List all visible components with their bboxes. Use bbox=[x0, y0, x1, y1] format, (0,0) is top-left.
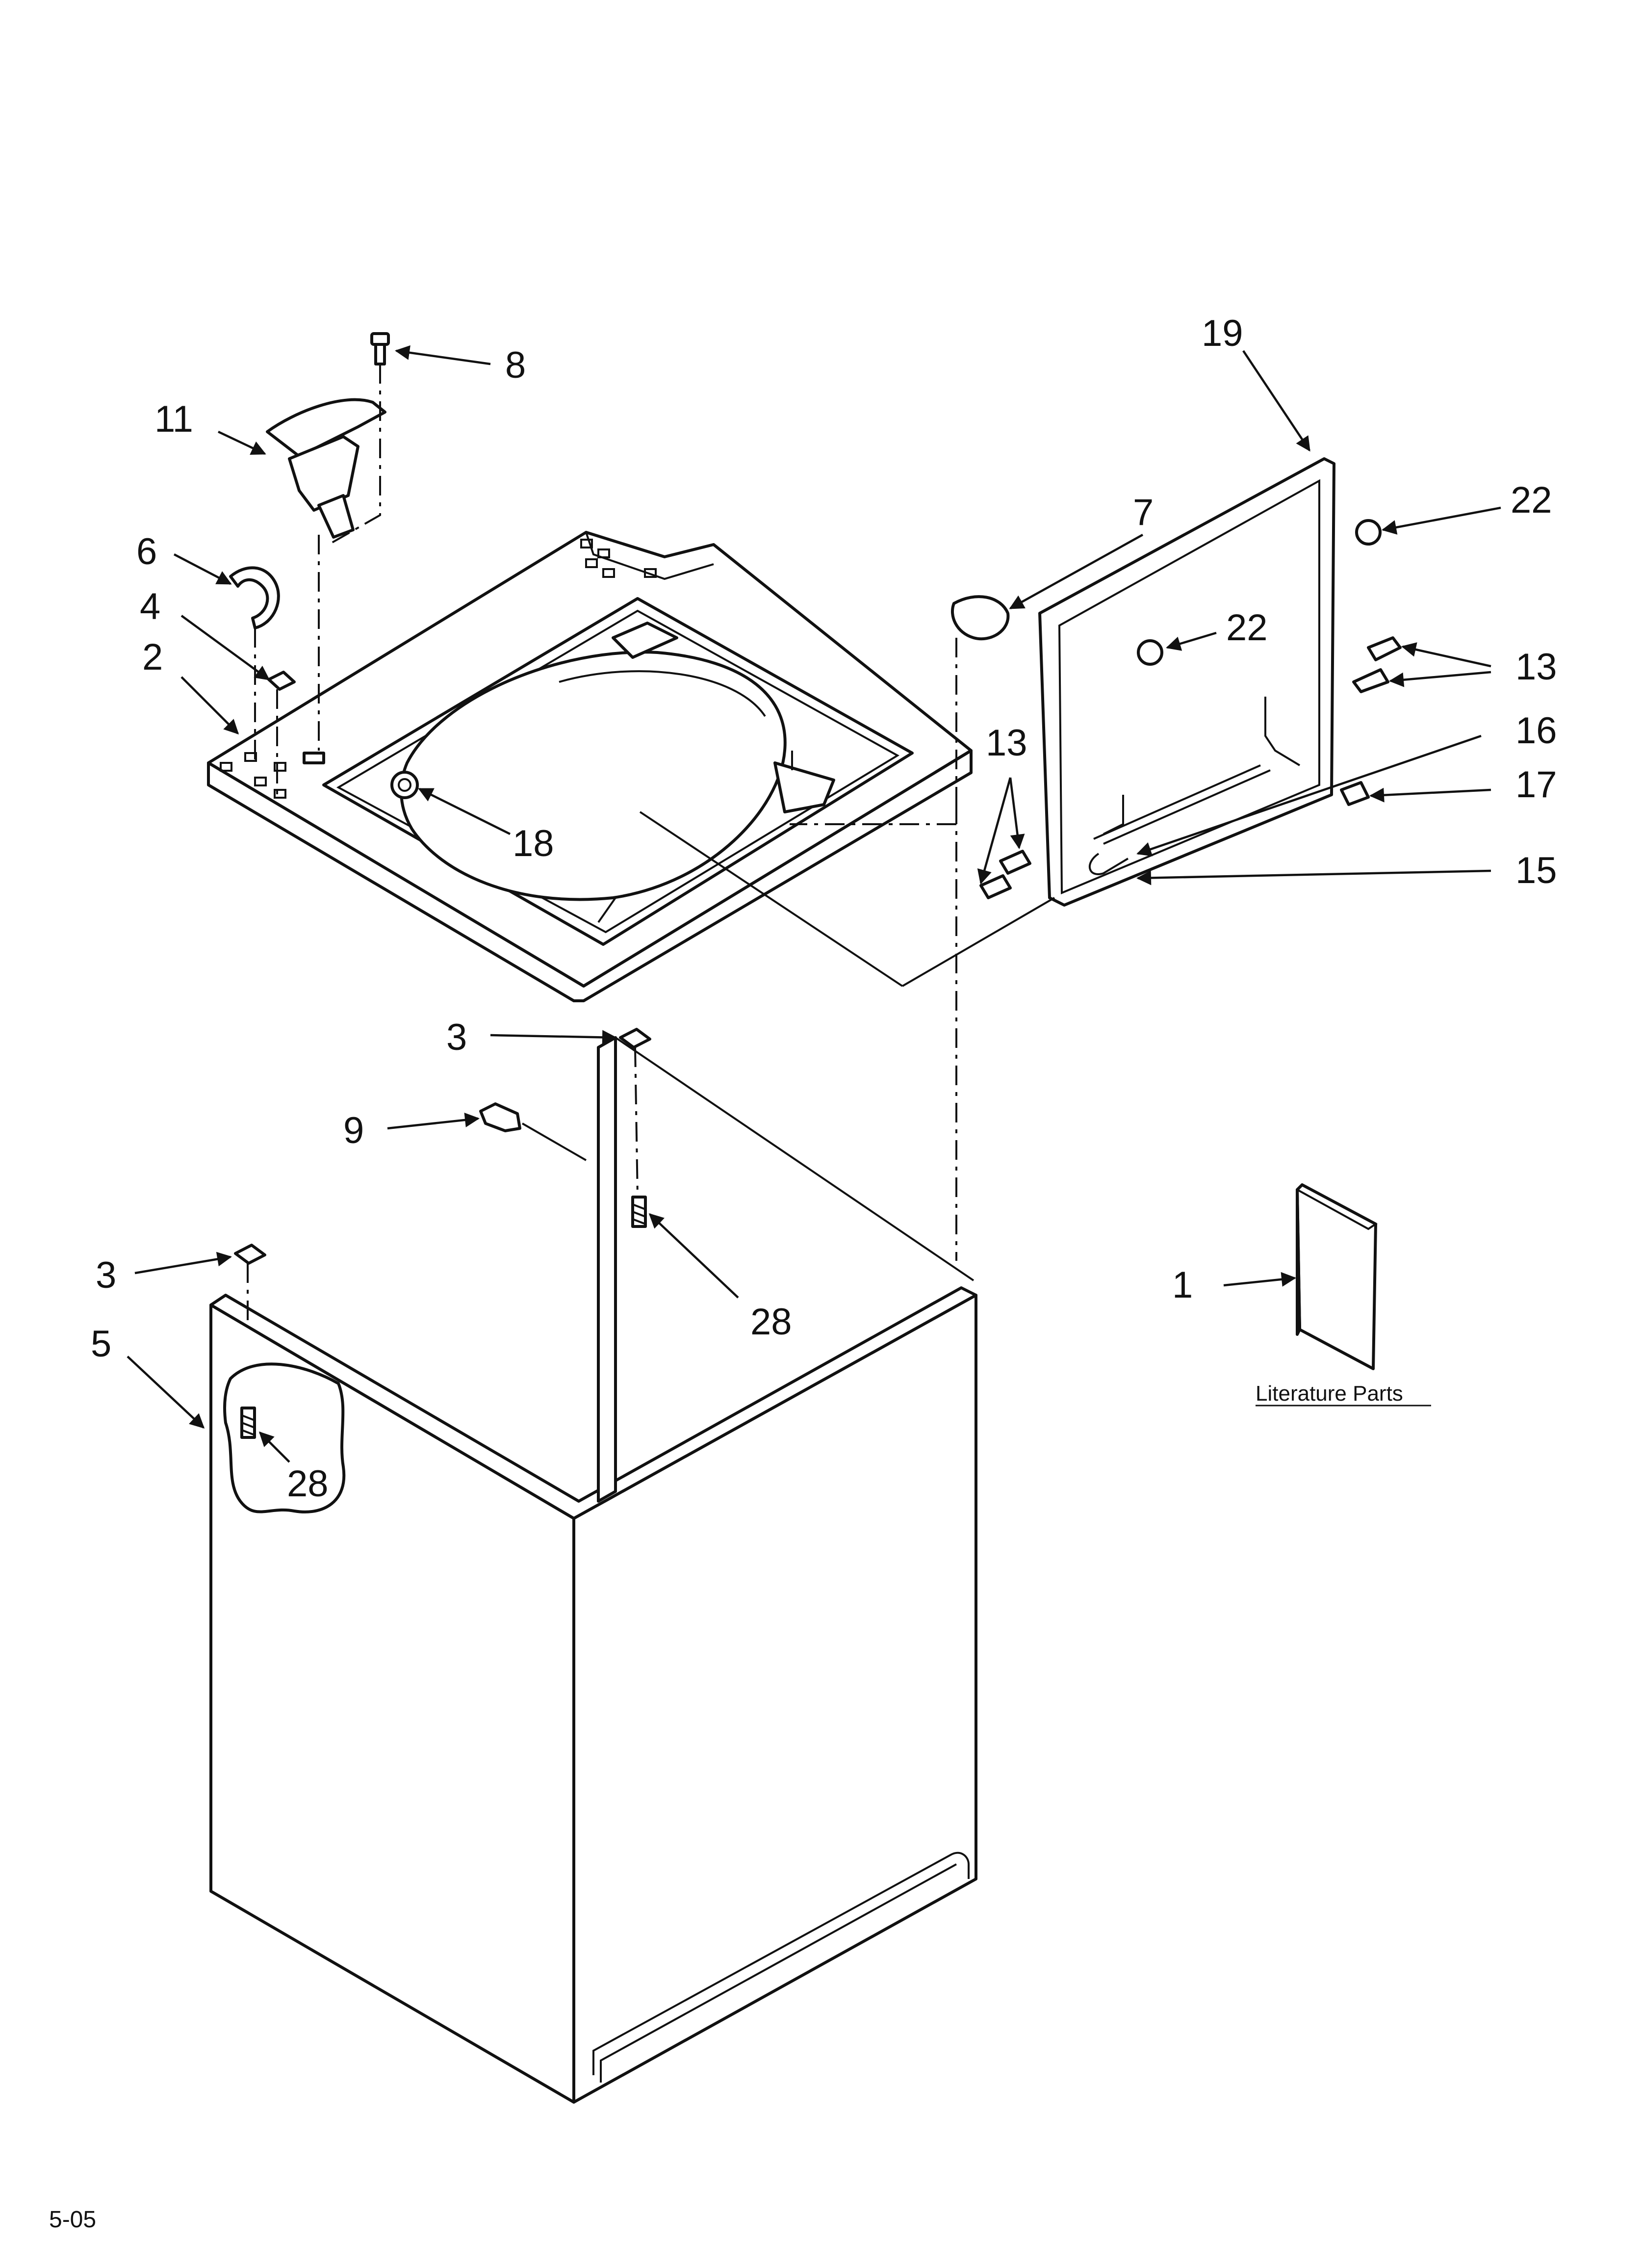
plug-22-lower bbox=[1137, 639, 1163, 666]
callout-28-upper: 28 bbox=[750, 1301, 792, 1343]
plug-22-upper bbox=[1355, 519, 1382, 546]
literature-parts-book bbox=[1296, 1183, 1378, 1370]
callout-3-lower: 3 bbox=[96, 1254, 116, 1296]
callout-7: 7 bbox=[1133, 492, 1154, 533]
callout-22-mid: 22 bbox=[1226, 607, 1268, 649]
callout-5: 5 bbox=[91, 1323, 111, 1365]
callout-16: 16 bbox=[1515, 710, 1557, 752]
screws-13-right bbox=[1352, 636, 1402, 693]
callout-19: 19 bbox=[1202, 313, 1243, 354]
washer-top-panel bbox=[207, 531, 973, 1002]
callout-18: 18 bbox=[513, 823, 554, 864]
clip-3-upper bbox=[619, 1028, 651, 1049]
callout-4: 4 bbox=[140, 586, 160, 627]
callout-1: 1 bbox=[1172, 1264, 1193, 1306]
connector-17 bbox=[1340, 781, 1370, 806]
callout-11: 11 bbox=[154, 398, 193, 440]
callout-3-upper: 3 bbox=[446, 1017, 467, 1058]
fitting-18 bbox=[390, 771, 419, 799]
leader-lines bbox=[127, 345, 1501, 1463]
callout-labels: 8 11 6 4 2 7 19 22 22 13 16 17 15 13 18 … bbox=[91, 313, 1557, 1505]
cabinet bbox=[209, 1036, 977, 2104]
screw-9 bbox=[479, 1102, 521, 1132]
assembly-lines bbox=[247, 364, 1055, 1325]
callout-28-lower: 28 bbox=[287, 1463, 329, 1505]
knob-7 bbox=[950, 595, 1010, 641]
callout-15: 15 bbox=[1515, 850, 1557, 891]
lid-switch-11 bbox=[266, 398, 386, 539]
screw-28-upper bbox=[631, 1196, 647, 1228]
literature-caption: Literature Parts bbox=[1256, 1382, 1403, 1406]
callout-13-right: 13 bbox=[1515, 646, 1557, 688]
callout-13-left: 13 bbox=[986, 722, 1027, 764]
callout-17: 17 bbox=[1515, 764, 1557, 806]
rear-panel-frame bbox=[1038, 457, 1335, 907]
clip-6 bbox=[229, 566, 280, 629]
callout-6: 6 bbox=[136, 531, 157, 573]
callout-9: 9 bbox=[343, 1110, 364, 1151]
nut-4 bbox=[267, 671, 296, 691]
page-code: 5-05 bbox=[49, 2207, 96, 2233]
callout-8: 8 bbox=[505, 344, 526, 386]
clip-3-lower bbox=[234, 1244, 266, 1265]
screws-13-left bbox=[979, 850, 1031, 899]
callout-2: 2 bbox=[142, 636, 163, 678]
callout-22-right: 22 bbox=[1511, 479, 1552, 521]
screw-8 bbox=[370, 332, 390, 365]
